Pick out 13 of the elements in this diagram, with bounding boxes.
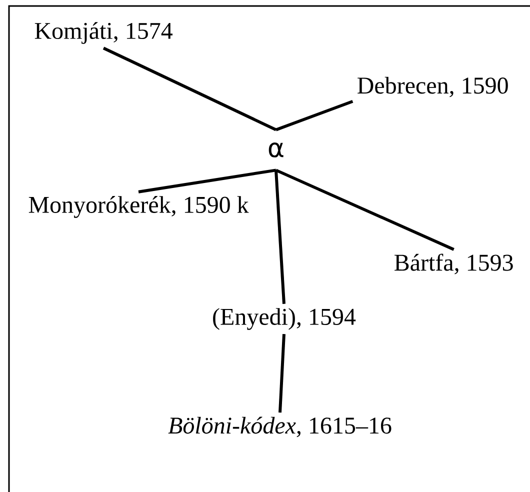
node-symbol: α xyxy=(268,142,284,158)
stemma-line xyxy=(274,170,286,304)
stemma-line xyxy=(138,168,276,194)
stemma-line xyxy=(278,334,286,413)
stemma-line xyxy=(275,168,454,251)
stemma-line xyxy=(275,100,354,132)
node-label: Debrecen, 1590 xyxy=(358,76,508,98)
node-label: Monyorókerék, 1590 k xyxy=(28,196,249,218)
stemma-line xyxy=(102,46,277,132)
node-label: Bártfa, 1593 xyxy=(394,254,513,274)
node-label: (Enyedi), 1594 xyxy=(213,308,356,330)
node-label: Bölöni-kódex, 1615–16 xyxy=(168,416,392,438)
node-label: Komjáti, 1574 xyxy=(34,22,172,44)
